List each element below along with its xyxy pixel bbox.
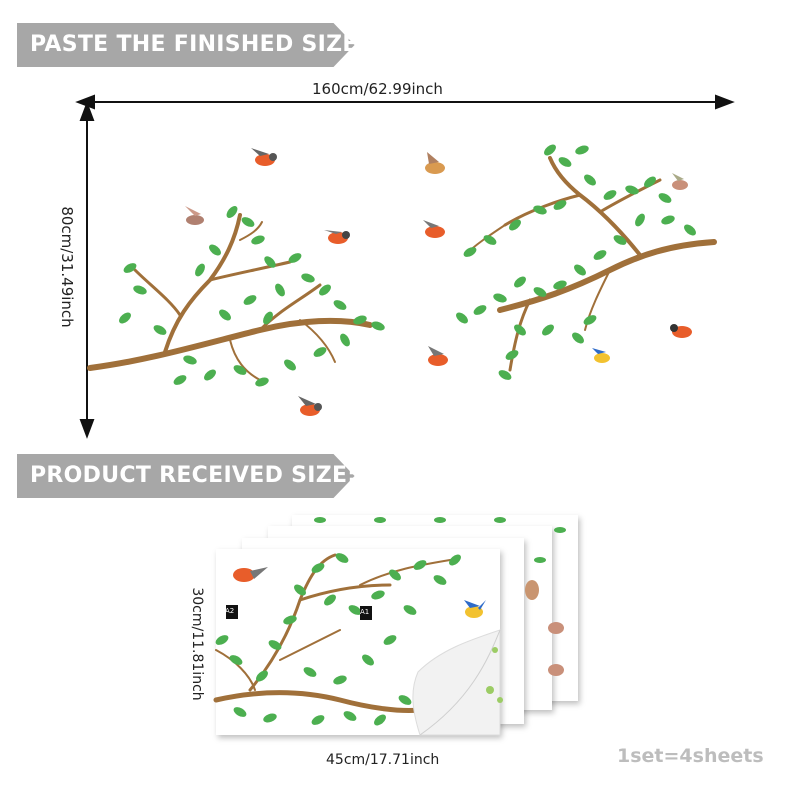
received-width-label: 45cm/17.71inch (326, 752, 440, 768)
sheet-bird-bluetit (464, 600, 486, 618)
finished-size-banner: PASTE THE FINISHED SIZE: (16, 22, 367, 68)
right-birds (423, 152, 692, 366)
peel-corner (412, 629, 501, 736)
height-arrow (79, 101, 95, 439)
code-tag-a1 (360, 606, 372, 620)
finished-width-label: 160cm/62.99inch (312, 80, 443, 98)
left-leaves (119, 206, 385, 387)
set-count-label: 1set=4sheets (617, 745, 764, 767)
sheet-code-a2: A2 (225, 607, 235, 615)
received-height-label: 30cm/11.81inch (189, 587, 205, 701)
received-size-banner: PRODUCT RECEIVED SIZE: (16, 453, 358, 499)
sheet-bird-robin (233, 567, 268, 582)
sheet-code-a1: A1 (360, 608, 370, 616)
left-birds (185, 148, 350, 416)
code-tag-a2 (226, 605, 238, 619)
side-birds (525, 580, 564, 676)
finished-size-banner-text: PASTE THE FINISHED SIZE: (30, 32, 367, 57)
right-leaves (456, 144, 696, 380)
received-size-banner-text: PRODUCT RECEIVED SIZE: (30, 463, 357, 488)
sheet-leaves (215, 553, 461, 726)
